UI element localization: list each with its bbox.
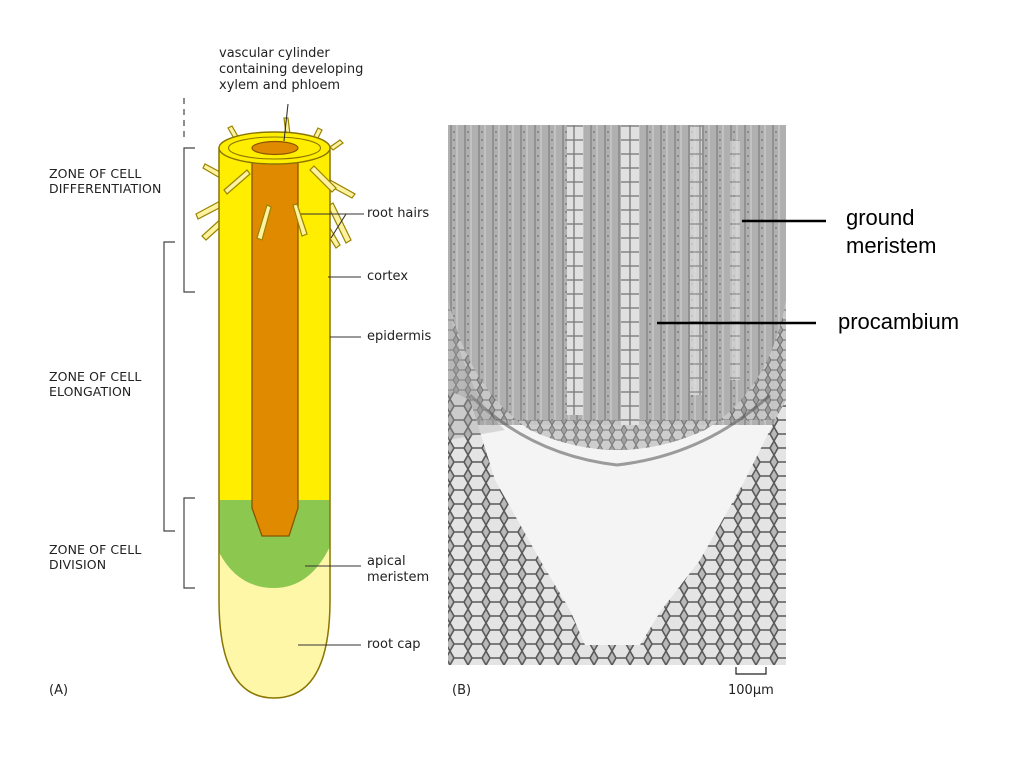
root-hairs-front (223, 165, 337, 241)
zone-differentiation-label: ZONE OF CELL DIFFERENTIATION (49, 166, 162, 196)
micrograph (448, 125, 786, 665)
leader-lines (283, 103, 364, 646)
root-hairs-label: root hairs (367, 206, 430, 221)
cell-strand (621, 125, 639, 425)
panel-a-label: (A) (49, 683, 69, 698)
vascular-cylinder-label: vascular cylinder containing developing … (219, 46, 364, 93)
cortex-label: cortex (367, 269, 409, 284)
root-cap-label: root cap (367, 637, 421, 652)
scale-bar-label: 100µm (728, 683, 774, 698)
apical-meristem-label: apical meristem (367, 554, 430, 585)
ground-meristem-label: ground meristem (846, 205, 937, 258)
zone-brackets (163, 98, 195, 589)
cell-strand (730, 140, 740, 380)
root-body (218, 131, 331, 699)
micrograph-pointers (657, 219, 826, 325)
zone-elongation-label: ZONE OF CELL ELONGATION (49, 369, 142, 399)
procambium-label: procambium (838, 309, 960, 334)
zone-division-label: ZONE OF CELL DIVISION (49, 542, 142, 572)
vascular-cylinder (251, 147, 299, 537)
cell-strand (567, 125, 583, 415)
scale-bar (735, 667, 767, 675)
cell-strand (690, 125, 702, 395)
epidermis-label: epidermis (367, 329, 432, 344)
panel-b-label: (B) (452, 683, 472, 698)
